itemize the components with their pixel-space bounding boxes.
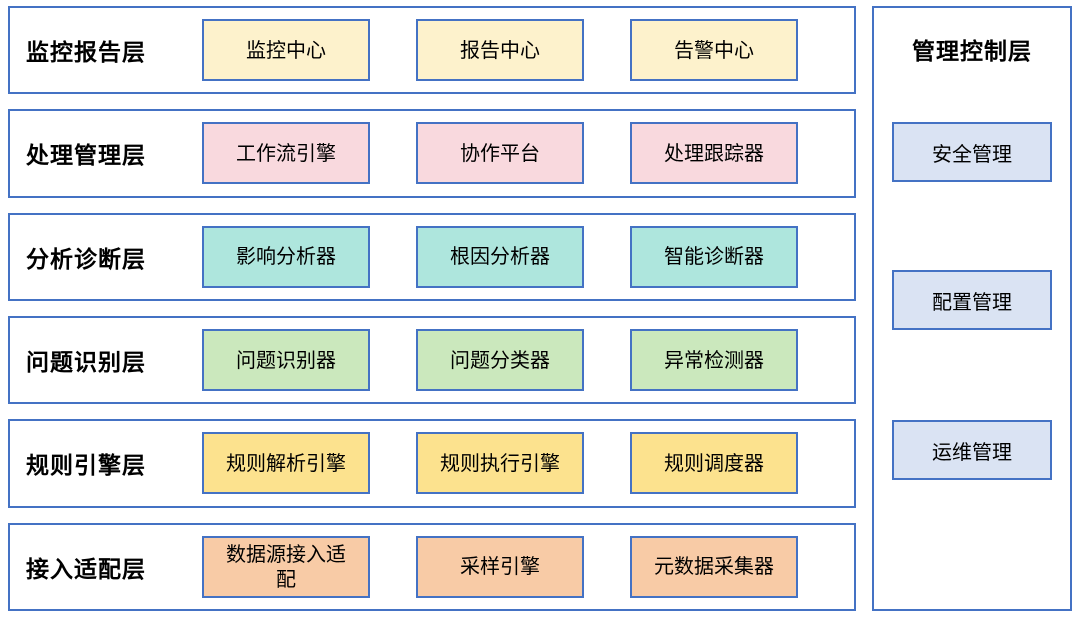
component-box-anomaly-detector: 异常检测器 [630,329,798,392]
operations-management-box: 运维管理 [892,420,1052,480]
processing-management-layer: 处理管理层 工作流引擎 协作平台 处理跟踪器 [8,109,856,198]
component-box-intelligent-diagnoser: 智能诊断器 [630,225,798,288]
component-box-rule-parsing-engine: 规则解析引擎 [202,432,370,495]
configuration-management-box: 配置管理 [892,270,1052,330]
component-box-processing-tracker: 处理跟踪器 [630,122,798,185]
component-box-collaboration-platform: 协作平台 [416,122,584,185]
rule-engine-layer: 规则引擎层 规则解析引擎 规则执行引擎 规则调度器 [8,419,856,508]
component-box-rule-execution-engine: 规则执行引擎 [416,432,584,495]
security-management-box: 安全管理 [892,122,1052,182]
management-control-panel: 管理控制层 安全管理 配置管理 运维管理 [872,6,1072,611]
layer-boxes: 影响分析器 根因分析器 智能诊断器 [202,225,798,288]
component-box-impact-analyzer: 影响分析器 [202,225,370,288]
component-box-alert-center: 告警中心 [630,19,798,82]
monitoring-report-layer: 监控报告层 监控中心 报告中心 告警中心 [8,6,856,95]
layer-boxes: 数据源接入适配 采样引擎 元数据采集器 [202,535,798,598]
component-box-report-center: 报告中心 [416,19,584,82]
component-box-metadata-collector: 元数据采集器 [630,535,798,598]
component-box-problem-classifier: 问题分类器 [416,329,584,392]
layer-label: 问题识别层 [26,350,146,377]
layer-label: 处理管理层 [26,143,146,170]
layer-label: 分析诊断层 [26,246,146,273]
component-box-monitoring-center: 监控中心 [202,19,370,82]
component-box-rule-scheduler: 规则调度器 [630,432,798,495]
component-box-problem-identifier: 问题识别器 [202,329,370,392]
panel-title: 管理控制层 [912,39,1032,65]
layer-boxes: 监控中心 报告中心 告警中心 [202,19,798,82]
layer-label: 规则引擎层 [26,453,146,480]
layer-stack: 监控报告层 监控中心 报告中心 告警中心 处理管理层 工作流引擎 协作平台 处理… [8,6,856,611]
problem-identification-layer: 问题识别层 问题识别器 问题分类器 异常检测器 [8,315,856,405]
component-box-datasource-access-adapter: 数据源接入适配 [202,535,370,598]
layer-label: 监控报告层 [26,40,146,67]
component-box-workflow-engine: 工作流引擎 [202,122,370,185]
layer-boxes: 工作流引擎 协作平台 处理跟踪器 [202,122,798,185]
layer-boxes: 问题识别器 问题分类器 异常检测器 [202,329,798,392]
analysis-diagnosis-layer: 分析诊断层 影响分析器 根因分析器 智能诊断器 [8,212,856,301]
component-box-root-cause-analyzer: 根因分析器 [416,225,584,288]
layer-label: 接入适配层 [26,556,146,583]
component-box-sampling-engine: 采样引擎 [416,535,584,598]
layer-boxes: 规则解析引擎 规则执行引擎 规则调度器 [202,432,798,495]
access-adaptation-layer: 接入适配层 数据源接入适配 采样引擎 元数据采集器 [8,522,856,611]
